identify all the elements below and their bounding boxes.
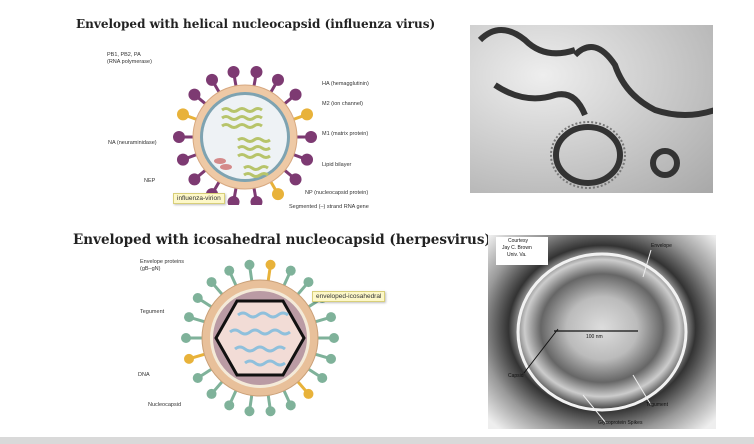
label-dna: DNA [138,372,150,378]
spike-head [173,131,185,143]
spike-head [289,173,302,186]
label-envelope-proteins-2: (gB–gN) [140,266,161,272]
courtesy-line-3: Univ. Va. [507,252,527,258]
label-polymerase: PB1, PB2, PA [107,52,141,58]
spike-head [176,108,189,121]
spike-head [183,312,194,323]
spike-head [303,277,314,288]
spike-head [285,400,296,411]
spike-head [244,406,255,417]
spike-head [272,73,284,86]
spike-head [227,66,240,79]
spike-head [272,188,284,201]
tooltip-enveloped-icosahedral: enveloped-icosahedral [312,291,386,302]
spike-head [317,373,328,384]
spike-head [303,388,314,399]
label-scale: 100 nm [586,334,603,340]
label-na: NA (neuraminidase) [108,140,157,146]
label-m1: M1 (matrix protein) [322,131,369,137]
influenza-micrograph [470,25,713,193]
label-rna: Segmented (–) strand RNA gene [289,204,369,210]
bottom-bar [0,437,754,444]
spike-head [326,312,337,323]
label-lipid: Lipid bilayer [322,162,352,168]
title-influenza: Enveloped with helical nucleocapsid (inf… [76,17,436,31]
label-tegument-photo: Tegument [646,402,668,408]
influenza-diagram [173,66,317,205]
spike-head [206,73,218,86]
spike-head [301,153,314,166]
spike-head [244,259,255,270]
spike-head [206,277,217,288]
label-nucleocapsid: Nucleocapsid [148,402,182,408]
title-herpes: Enveloped with icosahedral nucleocapsid … [73,232,491,248]
label-capsid: Capsid [508,373,524,379]
spike-head [329,333,339,343]
spike-head [285,265,296,276]
spike-head [301,108,314,121]
label-polymerase-2: (RNA polymerase) [107,59,152,65]
courtesy-line-1: Courtesy [508,238,529,244]
spike-head [181,333,191,343]
label-nep: NEP [144,178,156,184]
spike-head [183,353,194,364]
label-m2: M2 (ion channel) [322,101,363,107]
spike-head [188,88,201,101]
tooltip-influenza-virion: influenza-virion [173,193,225,204]
spike-head [188,173,201,186]
herpes-micrograph: Courtesy Jay C. Brown Univ. Va. Envelope… [488,235,716,429]
label-np: NP (nucleocapsid protein) [305,190,369,196]
spike-head [265,406,276,417]
label-glycoprotein-spikes: Glycoprotein Spikes [598,420,643,426]
spike-head [192,373,203,384]
spike-head [289,88,302,101]
spike-head [206,388,217,399]
spike-head [250,66,263,79]
label-envelope-proteins: Envelope proteins [140,259,185,265]
label-tegument: Tegument [140,309,165,315]
spike-head [326,353,337,364]
spike-head [224,265,235,276]
label-ha: HA (hemagglutinin) [322,81,369,87]
label-envelope: Envelope [651,243,672,249]
spike-head [176,153,189,166]
spike-head [305,131,317,143]
spike-head [224,400,235,411]
spike-head [250,195,263,205]
herpes-diagram [181,259,339,417]
spike-head [227,195,240,205]
spike-head [192,292,203,303]
courtesy-line-2: Jay C. Brown [502,245,532,251]
spike-head [265,259,276,270]
